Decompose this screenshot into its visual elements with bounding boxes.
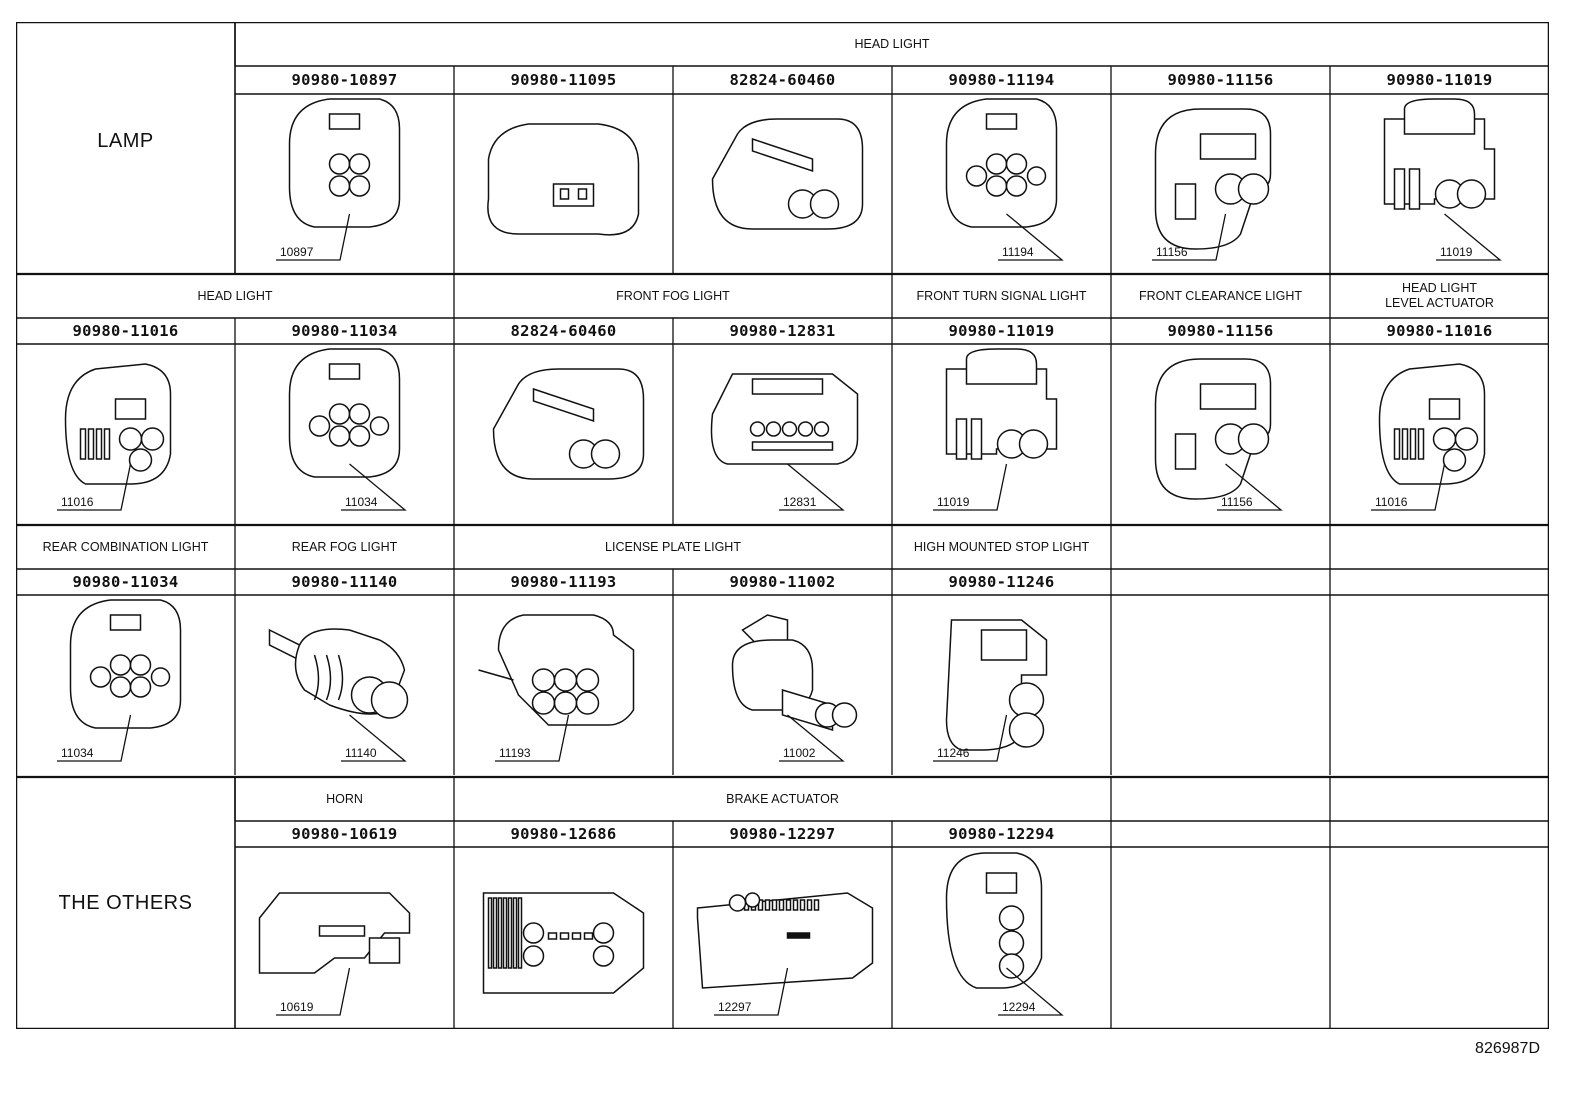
connector-chart: LAMP THE OTHERS HEAD LIGHT 90980-10897 108… bbox=[16, 22, 1549, 1029]
callout-label: 11156 bbox=[1156, 245, 1188, 259]
connector-multipin-block-icon bbox=[454, 847, 673, 1029]
connector-2pin-vertical-icon: 11246 bbox=[892, 595, 1111, 775]
callout-label: 11019 bbox=[1440, 245, 1473, 259]
group-title: FRONT CLEARANCE LIGHT bbox=[1139, 288, 1302, 303]
part-number bbox=[1330, 569, 1549, 595]
part-number: 90980-11002 bbox=[729, 573, 836, 591]
connector-3pin-icon: 11016 bbox=[1330, 344, 1549, 524]
group-title: FRONT FOG LIGHT bbox=[616, 288, 730, 303]
group-title: HIGH MOUNTED STOP LIGHT bbox=[913, 539, 1090, 554]
part-number: 90980-11019 bbox=[948, 322, 1055, 340]
callout-label: 11002 bbox=[783, 746, 816, 760]
connector-multipin-flat-icon: 12831 bbox=[673, 344, 892, 524]
group-title bbox=[1330, 777, 1549, 821]
table-grid bbox=[16, 22, 1549, 1029]
connector-2pin-inline-icon: 11002 bbox=[673, 595, 892, 775]
group-title bbox=[1111, 777, 1330, 821]
connector-2pin-latch-icon: 11019 bbox=[1330, 94, 1549, 274]
part-number bbox=[1111, 821, 1330, 847]
callout-label: 12294 bbox=[1002, 1000, 1036, 1014]
connector-6pin-sealed-icon: 11193 bbox=[454, 595, 673, 775]
part-number: 90980-11156 bbox=[1167, 71, 1274, 89]
part-number: 90980-11016 bbox=[72, 322, 179, 340]
part-number: 90980-12686 bbox=[510, 825, 617, 843]
part-number: 82824-60460 bbox=[510, 322, 617, 340]
callout-label: 11193 bbox=[499, 746, 531, 760]
category-the-others: THE OTHERS bbox=[58, 891, 193, 914]
part-number: 90980-12294 bbox=[948, 825, 1055, 843]
connector-2pin-round-icon: 11156 bbox=[1111, 94, 1330, 274]
callout-label: 12297 bbox=[718, 1000, 752, 1014]
connector-2pin-latch-icon: 11019 bbox=[892, 344, 1111, 524]
category-lamp: LAMP bbox=[97, 130, 154, 152]
part-number: 90980-11194 bbox=[948, 71, 1055, 89]
part-number: 90980-11246 bbox=[948, 573, 1055, 591]
group-title: HORN bbox=[326, 791, 363, 806]
part-number: 90980-11193 bbox=[510, 573, 617, 591]
part-number: 90980-11019 bbox=[1386, 71, 1493, 89]
group-title: REAR COMBINATION LIGHT bbox=[42, 539, 209, 554]
part-number: 90980-11156 bbox=[1167, 322, 1274, 340]
part-number bbox=[1111, 569, 1330, 595]
part-number: 90980-11034 bbox=[291, 322, 398, 340]
group-title bbox=[1111, 525, 1330, 569]
part-number: 90980-11016 bbox=[1386, 322, 1493, 340]
group-title bbox=[1330, 525, 1549, 569]
group-title: LICENSE PLATE LIGHT bbox=[605, 539, 741, 554]
connector-2pin-angled-icon bbox=[454, 344, 673, 524]
group-title: FRONT TURN SIGNAL LIGHT bbox=[916, 288, 1087, 303]
part-number: 90980-11095 bbox=[510, 71, 617, 89]
connector-3pin-vertical-icon: 12294 bbox=[892, 847, 1111, 1029]
callout-label: 11246 bbox=[937, 746, 970, 760]
connector-2pin-waterproof-icon: 11140 bbox=[235, 595, 454, 775]
part-number bbox=[1330, 821, 1549, 847]
part-number: 82824-60460 bbox=[729, 71, 836, 89]
connector-multipin-long-icon: 12297 bbox=[673, 847, 892, 1029]
connector-2pin-round-icon: 11156 bbox=[1111, 344, 1330, 524]
figure-id: 826987D bbox=[1475, 1040, 1540, 1057]
callout-label: 11194 bbox=[1002, 245, 1034, 259]
part-number: 90980-12297 bbox=[729, 825, 836, 843]
connector-6pin-round-icon: 11034 bbox=[16, 595, 235, 775]
connector-3pin-icon: 11016 bbox=[16, 344, 235, 524]
callout-label: 11156 bbox=[1221, 495, 1253, 509]
callout-label: 10619 bbox=[280, 1000, 314, 1014]
group-title: HEAD LIGHT LEVEL ACTUATOR bbox=[1385, 281, 1494, 310]
connector-6pin-icon: 11194 bbox=[892, 94, 1111, 274]
group-title: HEAD LIGHT bbox=[197, 288, 273, 303]
part-number: 90980-10619 bbox=[291, 825, 398, 843]
callout-label: 11019 bbox=[937, 495, 970, 509]
part-number: 90980-11140 bbox=[291, 573, 398, 591]
callout-label: 12831 bbox=[783, 495, 817, 509]
callout-label: 11034 bbox=[61, 746, 94, 760]
callout-label: 11140 bbox=[345, 746, 377, 760]
part-number: 90980-12831 bbox=[729, 322, 836, 340]
connector-4pin-housing-icon: 10897 bbox=[235, 94, 454, 274]
connector-1pin-flat-icon: 10619 bbox=[235, 847, 454, 1029]
connector-2pin-flat-icon bbox=[454, 94, 673, 274]
callout-label: 11016 bbox=[61, 495, 94, 509]
group-title: REAR FOG LIGHT bbox=[291, 539, 398, 554]
group-title: BRAKE ACTUATOR bbox=[726, 791, 839, 806]
part-number: 90980-10897 bbox=[291, 71, 398, 89]
callout-label: 11016 bbox=[1375, 495, 1408, 509]
group-title: HEAD LIGHT bbox=[854, 36, 930, 51]
connector-2pin-angled-icon bbox=[673, 94, 892, 274]
callout-label: 11034 bbox=[345, 495, 378, 509]
callout-label: 10897 bbox=[280, 245, 314, 259]
part-number: 90980-11034 bbox=[72, 573, 179, 591]
connector-6pin-round-icon: 11034 bbox=[235, 344, 454, 524]
